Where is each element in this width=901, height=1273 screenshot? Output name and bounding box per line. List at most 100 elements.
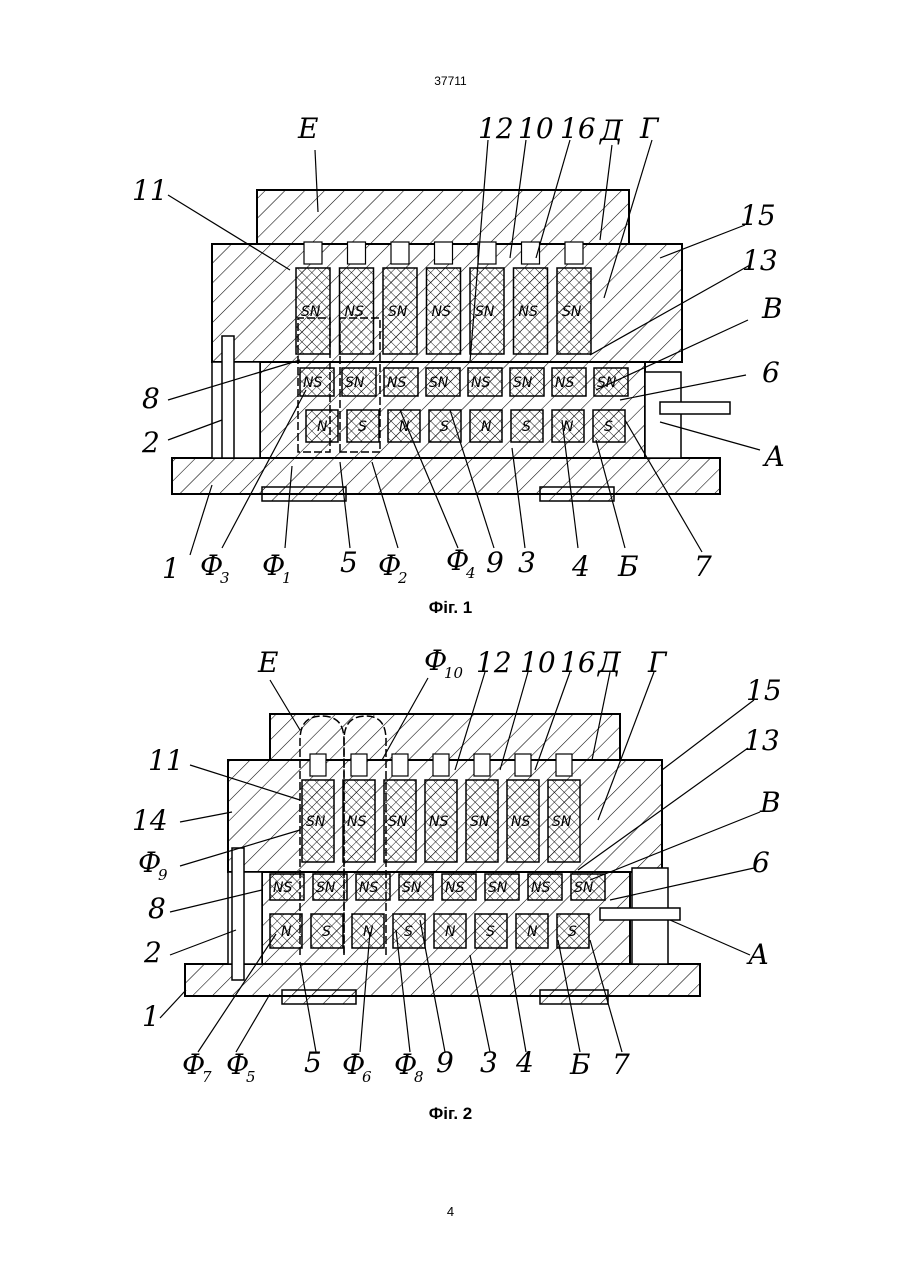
label-7: 7 [694,550,712,583]
top-magnet-label: SN [470,814,490,830]
shaft-a [660,402,730,414]
label-13: 13 [744,724,780,757]
label-d: Д [596,646,622,679]
slot-16 [556,754,572,776]
block-e [270,714,620,760]
bottom-magnet-label: S [358,419,367,435]
figure-2-drawing: SNNSSNNSSNNSSNNSSNNSSNNSSNNSSNNSNSNSNS Е [0,640,901,1090]
slot-16 [565,242,583,264]
label-a: А [746,938,769,971]
label-9: 9 [486,546,504,579]
top-magnet-label: NS [519,304,538,320]
label-8: 8 [148,892,166,925]
slot-16 [478,242,496,264]
top-magnet-label: NS [347,814,366,830]
bottom-magnet-label: S [522,419,531,435]
label-8: 8 [142,382,160,415]
mid-magnet-label: SN [429,375,449,391]
label-13: 13 [742,244,778,277]
label-a: А [762,440,785,473]
label-f3-sub: 3 [220,569,230,587]
bottom-magnet-label: N [281,924,292,940]
label-b: Б [569,1048,591,1081]
label-14: 14 [132,804,168,837]
label-1: 1 [162,552,180,585]
slot-16 [351,754,367,776]
figure-1-caption: Фіг. 1 [0,598,901,618]
slot-16 [348,242,366,264]
top-magnet-label: SN [552,814,572,830]
shaft-a [600,908,680,920]
label-1: 1 [142,1000,160,1033]
label-e: Е [297,112,318,145]
mid-magnet-label: SN [345,375,365,391]
top-magnet-label: NS [511,814,530,830]
slot-16 [474,754,490,776]
slot-16 [515,754,531,776]
label-f7-sub: 7 [202,1068,212,1086]
label-2: 2 [143,936,162,969]
label-12: 12 [476,646,512,679]
label-f6-sub: 6 [362,1068,372,1086]
label-3: 3 [480,1046,498,1079]
label-5: 5 [304,1046,322,1079]
label-7: 7 [612,1048,630,1081]
figure-1-drawing: SNNSSNNSSNNSSNNSSNNSSNNSSNNSSNNSNSNSNS Е… [0,100,901,590]
top-magnet-label: SN [306,814,326,830]
top-magnet-label: SN [562,304,582,320]
label-3: 3 [518,546,536,579]
mid-magnet-label: SN [316,880,336,896]
mid-magnet-label: NS [555,375,574,391]
mid-magnet-label: NS [445,880,464,896]
slot-16 [435,242,453,264]
label-10: 10 [520,646,556,679]
label-16: 16 [560,646,596,679]
slot-16 [522,242,540,264]
mid-magnet-label: SN [488,880,508,896]
bottom-magnet-label: N [563,419,574,435]
mid-magnet-label: NS [303,375,322,391]
label-f1-sub: 1 [282,569,292,587]
slot-16 [391,242,409,264]
label-b: Б [617,550,639,583]
bottom-magnet-label: N [363,924,374,940]
block-e [257,190,629,244]
slot-16 [433,754,449,776]
slot-16 [310,754,326,776]
label-f4-sub: 4 [465,564,476,582]
bottom-magnet-label: S [322,924,331,940]
bottom-magnet-label: N [481,419,492,435]
label-10: 10 [518,112,554,145]
mid-magnet-label: SN [402,880,422,896]
label-11: 11 [132,174,168,207]
label-5: 5 [340,546,358,579]
top-magnet-label: NS [429,814,448,830]
label-6: 6 [752,846,770,879]
mid-magnet-label: NS [531,880,550,896]
top-magnet-label: NS [432,304,451,320]
mid-magnet-label: NS [387,375,406,391]
document-number: 37711 [0,74,901,88]
label-f5-sub: 5 [246,1068,256,1086]
label-v: В [761,292,783,325]
label-15: 15 [746,674,782,707]
label-g: Г [639,112,660,145]
label-f8-sub: 8 [414,1068,424,1086]
bottom-magnet-label: S [440,419,449,435]
label-2: 2 [141,426,160,459]
top-magnet-label: SN [475,304,495,320]
bottom-magnet-label: S [604,419,613,435]
bottom-magnet-label: S [404,924,413,940]
label-4: 4 [515,1046,534,1079]
label-e: Е [257,646,278,679]
label-v: В [759,786,781,819]
bottom-magnet-label: S [568,924,577,940]
mid-magnet-label: NS [273,880,292,896]
slot-16 [392,754,408,776]
bottom-magnet-label: S [486,924,495,940]
mid-magnet-label: NS [359,880,378,896]
bottom-magnet-label: N [445,924,456,940]
label-6: 6 [762,356,780,389]
bottom-magnet-label: N [317,419,328,435]
label-9: 9 [436,1046,454,1079]
